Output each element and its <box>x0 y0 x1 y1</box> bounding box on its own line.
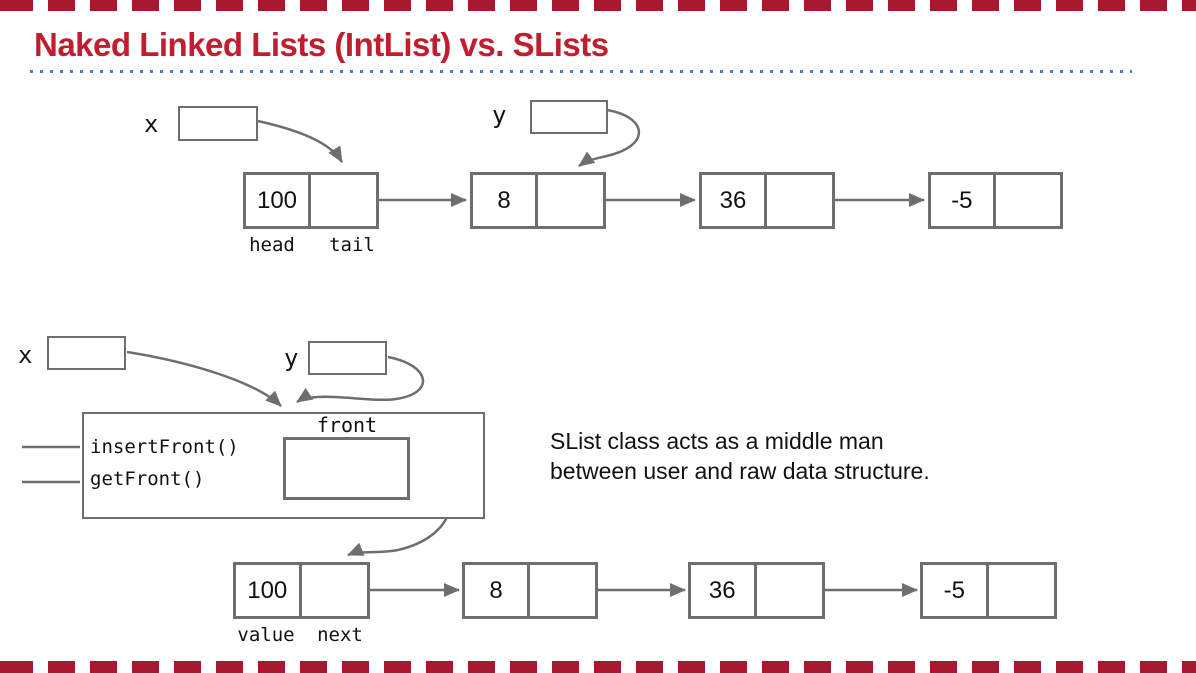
slist-node-1: 100 <box>233 562 370 619</box>
intlist-node-1-value: 100 <box>246 175 311 226</box>
slist-var-y-box <box>308 341 387 375</box>
intlist-x-pointer-arrow <box>257 119 344 163</box>
intlist-node-3: 36 <box>699 172 835 229</box>
dotted-rule <box>30 70 1132 73</box>
intlist-head-label: head <box>249 234 295 256</box>
intlist-tail-label: tail <box>329 234 375 256</box>
slist-node-4-value: -5 <box>923 565 989 616</box>
slist-var-x-label: x <box>18 341 33 369</box>
slist-front-label: front <box>316 413 378 437</box>
intlist-y-pointer-arrow <box>578 108 641 168</box>
intlist-var-x-box <box>178 106 258 141</box>
intlist-var-x-label: x <box>144 110 159 138</box>
slist-value-label: value <box>237 624 295 646</box>
slist-node-4: -5 <box>920 562 1057 619</box>
slist-front-box <box>283 437 410 500</box>
intlist-node-3-next-cell <box>767 175 832 226</box>
intlist-node-4-value: -5 <box>931 175 996 226</box>
slist-node-2: 8 <box>462 562 598 619</box>
caption-text: SList class acts as a middle man between… <box>550 426 930 486</box>
caption-line-2: between user and raw data structure. <box>550 458 930 484</box>
slist-node-3-next-cell <box>757 565 823 616</box>
slist-var-y-label: y <box>284 344 299 372</box>
slist-node-2-value: 8 <box>465 565 530 616</box>
intlist-var-y-label: y <box>492 101 507 129</box>
slist-node-3-value: 36 <box>691 565 757 616</box>
intlist-node-2-value: 8 <box>473 175 538 226</box>
intlist-node-4-next-cell <box>996 175 1061 226</box>
bottom-border-squares <box>0 661 1196 673</box>
slist-node-2-next-cell <box>530 565 595 616</box>
intlist-node-2-next-cell <box>538 175 603 226</box>
slist-next-label: next <box>317 624 363 646</box>
slist-node-1-value: 100 <box>236 565 302 616</box>
slide-title: Naked Linked Lists (IntList) vs. SLists <box>34 26 609 63</box>
intlist-node-2: 8 <box>470 172 606 229</box>
intlist-var-y-box <box>530 100 608 134</box>
top-border-squares <box>0 0 1196 11</box>
slist-var-x-box <box>47 336 126 370</box>
slist-node-3: 36 <box>688 562 825 619</box>
slist-method-getfront: getFront() <box>90 468 205 490</box>
intlist-node-3-value: 36 <box>702 175 767 226</box>
slist-y-pointer-arrow <box>296 355 425 404</box>
slist-x-pointer-arrow <box>126 350 282 407</box>
slist-node-1-next-cell <box>302 565 368 616</box>
caption-line-1: SList class acts as a middle man <box>550 428 884 454</box>
slist-node-4-next-cell <box>989 565 1055 616</box>
intlist-node-1-next-cell <box>311 175 376 226</box>
intlist-node-4: -5 <box>928 172 1063 229</box>
intlist-node-1: 100 <box>243 172 379 229</box>
slist-method-insertfront: insertFront() <box>90 436 239 458</box>
